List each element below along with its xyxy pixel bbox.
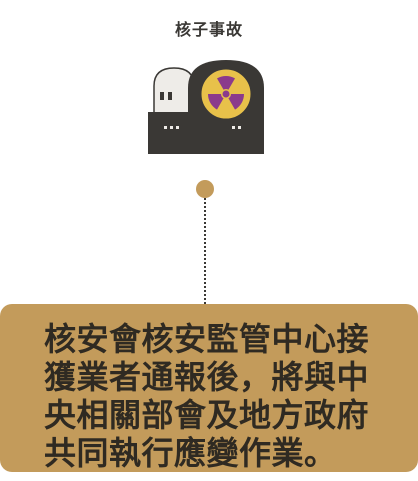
base-windows	[164, 126, 241, 129]
message-text: 核安會核安監管中心接獲業者通報後，將與中央相關部會及地方政府共同執行應變作業。	[44, 320, 370, 472]
dome-window	[160, 92, 164, 100]
diagram-title: 核子事故	[174, 20, 243, 39]
dome-window	[168, 92, 172, 100]
nuclear-plant-radiation-icon	[148, 60, 264, 154]
radiation-icon	[207, 75, 245, 110]
plant-base	[148, 114, 264, 154]
connector-dot	[196, 180, 214, 198]
message-box: 核安會核安監管中心接獲業者通報後，將與中央相關部會及地方政府共同執行應變作業。	[0, 304, 418, 472]
connector-dotted-line	[204, 198, 206, 304]
